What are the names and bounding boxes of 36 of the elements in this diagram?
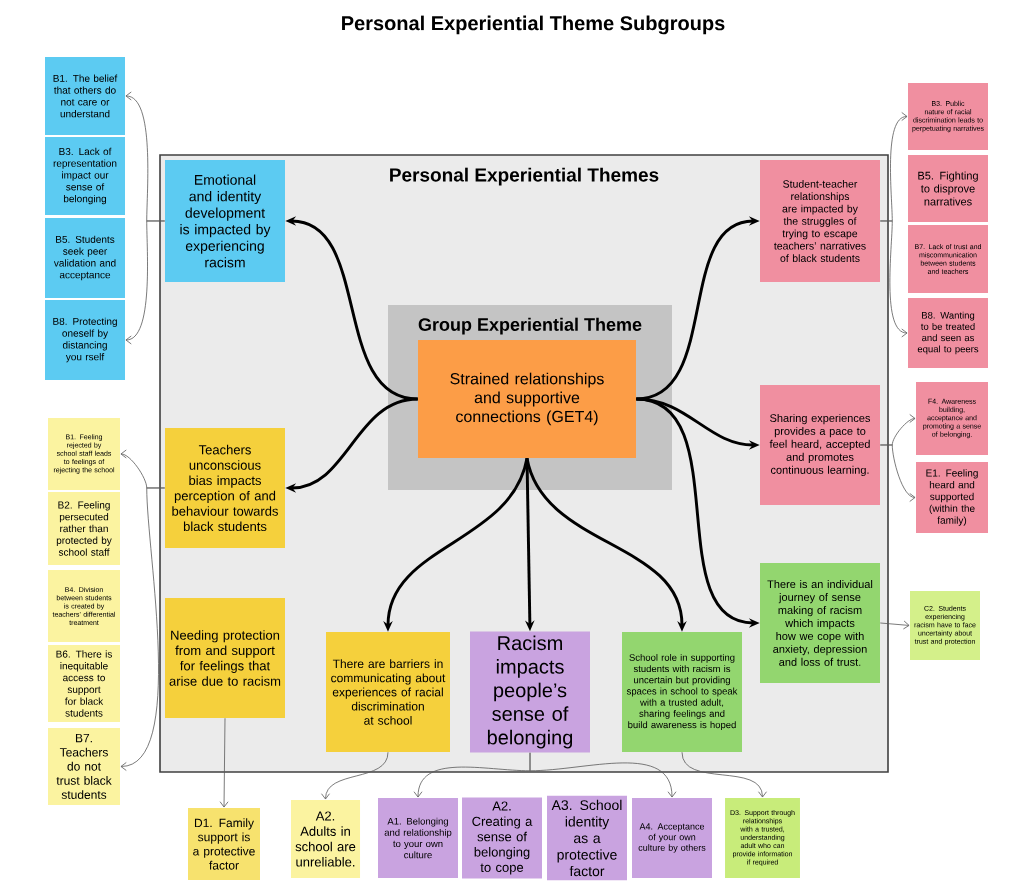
sticky-note: E1. Feeling heard and supported (within the family)	[916, 462, 988, 533]
arrow	[681, 751, 767, 798]
sticky-note: There is an individual journey of sense making of racism which impacts how we cope with anxiety, depression and loss of trust.	[760, 563, 880, 683]
sticky-note: Emotional and identity development is impacted by experiencing racism	[165, 160, 285, 282]
sticky-note: B3. Lack of representation impact our sense of belonging	[45, 137, 125, 215]
sticky-note: A1. Belonging and relationship to your own culture	[378, 798, 458, 878]
sticky-note: Racism impacts people’s sense of belonging	[470, 631, 590, 753]
sticky-note: A2. Creating a sense of belonging to cope	[462, 797, 542, 879]
sticky-note: A4. Acceptance of your own culture by others	[632, 798, 712, 878]
arrow	[120, 487, 166, 771]
sticky-note: B5. Fighting to disprove narratives	[908, 155, 988, 222]
sticky-note: School role in supporting students with racism is uncertain but providing spaces in school to speak with a trusted adult, sharing feelings and build awareness is hoped	[622, 632, 742, 752]
sticky-note: A3. School identity as a protective factor	[547, 795, 627, 881]
arrow	[321, 751, 389, 800]
sticky-note: Sharing experiences provides a pace to feel heard, accepted and promotes continuous learning.	[760, 385, 880, 505]
sticky-note: B8. Wanting to be treated and seen as equal to peers	[908, 298, 988, 368]
sticky-note: B5. Students seek peer validation and acceptance	[45, 218, 125, 298]
sticky-note: A2. Adults in school are unreliable.	[290, 800, 361, 878]
arrow	[125, 220, 166, 345]
arrow	[529, 752, 677, 798]
sticky-note: B2. Feeling persecuted rather than protected by school staff	[48, 491, 120, 565]
arrow	[219, 717, 229, 808]
sticky-note: B7. Teachers do not trust black students	[48, 727, 120, 805]
sticky-note: Student-teacher relationships are impacted by the struggles of trying to escape teachers’ narratives of black students	[760, 160, 880, 282]
arrow	[879, 220, 908, 338]
sticky-note: There are barriers in communicating about experiences of racial discrimination at school	[326, 632, 450, 752]
sticky-note: B6. There is inequitable access to support for black students	[48, 644, 120, 722]
sticky-note: B8. Protecting oneself by distancing you rself	[45, 300, 125, 380]
sticky-note: B1. The belief that others do not care or understand	[45, 57, 125, 135]
sticky-note: Teachers unconscious bias impacts perception of and behaviour towards black students	[165, 428, 285, 548]
sticky-note: D1. Family support is a protective factor	[188, 808, 260, 880]
arrow	[879, 444, 916, 502]
page-title: Personal Experiential Theme Subgroups	[342, 15, 725, 35]
arrow	[879, 620, 910, 630]
sticky-note: Strained relationships and supportive connections (GET4)	[418, 340, 636, 458]
sticky-note: Needing protection from and support for feelings that arise due to racism	[165, 598, 285, 718]
